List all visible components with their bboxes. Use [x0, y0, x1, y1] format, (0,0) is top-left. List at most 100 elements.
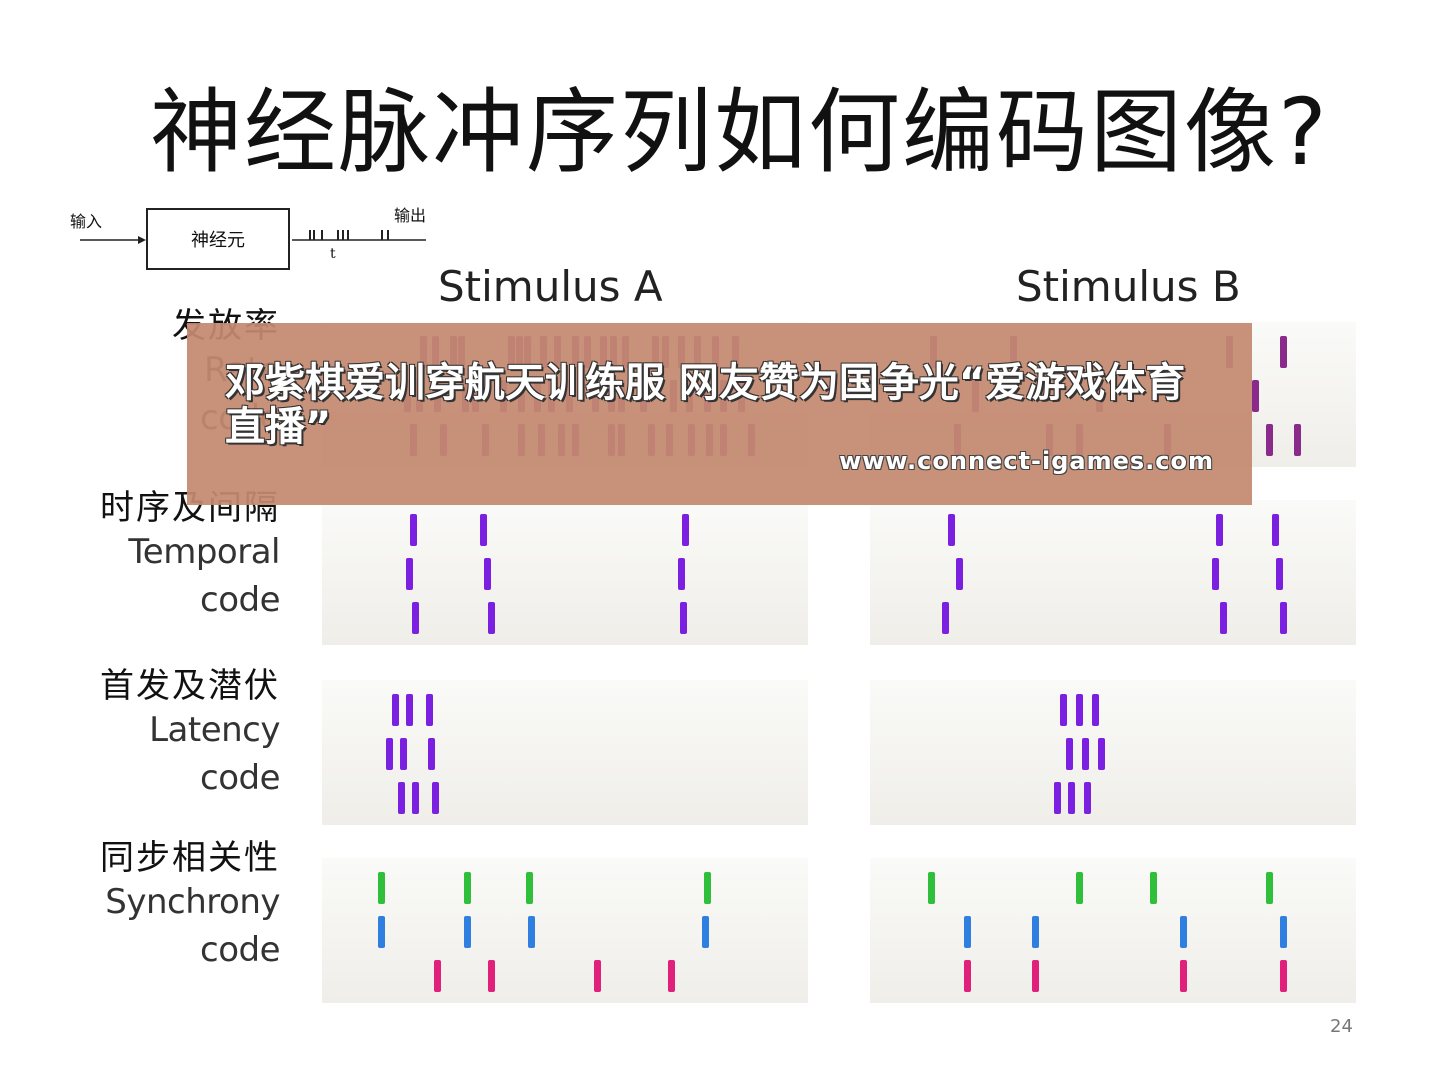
spike-mark [1032, 916, 1039, 948]
panel-synchrony-a [322, 858, 808, 1003]
spike-raster-latency-a [386, 694, 439, 814]
spike-raster-latency-b [1054, 694, 1105, 814]
spike-mark [1180, 960, 1187, 992]
panel-latency-b [870, 680, 1356, 825]
spike-mark [1150, 872, 1157, 904]
spike-mark [1084, 782, 1091, 814]
row-label-temporal-en1: Temporal [128, 532, 280, 572]
spike-mark [488, 960, 495, 992]
spike-mark [386, 738, 393, 770]
spike-mark [1076, 872, 1083, 904]
spike-mark [406, 694, 413, 726]
spike-mark [1054, 782, 1061, 814]
spike-mark [428, 738, 435, 770]
spike-mark [1252, 380, 1259, 412]
panel-temporal-b [870, 500, 1356, 645]
spike-mark [704, 872, 711, 904]
spike-mark [956, 558, 963, 590]
spike-mark [488, 602, 495, 634]
flow-input-label: 输入 [70, 212, 103, 231]
spike-mark [680, 602, 687, 634]
row-label-synchrony-en1: Synchrony [105, 882, 280, 922]
spike-mark [1266, 424, 1273, 456]
row-label-synchrony-zh: 同步相关性 [100, 838, 280, 878]
stimulus-a-label: Stimulus A [438, 262, 663, 311]
spike-mark [378, 916, 385, 948]
spike-mark [1068, 782, 1075, 814]
spike-mark [594, 960, 601, 992]
spike-mark [1220, 602, 1227, 634]
spike-mark [1060, 694, 1067, 726]
spike-mark [678, 558, 685, 590]
neuron-flow-diagram: 输入 神经元 输出 t [60, 196, 450, 286]
panel-temporal-a [322, 500, 808, 645]
spike-mark [1266, 872, 1273, 904]
spike-mark [964, 960, 971, 992]
row-label-latency: 首发及潜伏 Latency code [60, 666, 281, 802]
spike-mark [1294, 424, 1301, 456]
spike-mark [464, 916, 471, 948]
spike-mark [668, 960, 675, 992]
spike-mark [1216, 514, 1223, 546]
spike-mark [410, 514, 417, 546]
spike-mark [526, 872, 533, 904]
spike-mark [948, 514, 955, 546]
spike-mark [1092, 694, 1099, 726]
spike-mark [392, 694, 399, 726]
spike-raster-synchrony-b [928, 872, 1287, 992]
spike-mark [378, 872, 385, 904]
spike-mark [1180, 916, 1187, 948]
spike-mark [1276, 558, 1283, 590]
row-label-latency-en2: code [200, 758, 281, 798]
watermark-overlay-banner: 邓紫棋爱训穿航天训练服 网友赞为国争光“爱游戏体育直播” www.connect… [187, 323, 1252, 505]
flow-arrows [80, 230, 426, 244]
spike-mark [1272, 514, 1279, 546]
panel-synchrony-b [870, 858, 1356, 1003]
spike-raster-temporal-b [942, 514, 1287, 634]
row-label-latency-en1: Latency [149, 710, 280, 750]
spike-mark [1032, 960, 1039, 992]
spike-mark [682, 514, 689, 546]
page-number: 24 [1330, 1016, 1353, 1037]
spike-mark [484, 558, 491, 590]
spike-mark [928, 872, 935, 904]
spike-mark [412, 602, 419, 634]
spike-mark [528, 916, 535, 948]
spike-mark [1082, 738, 1089, 770]
spike-mark [702, 916, 709, 948]
flow-time-label: t [330, 246, 336, 262]
flow-output-label: 输出 [394, 206, 427, 225]
stimulus-b-label: Stimulus B [1016, 262, 1241, 311]
spike-mark [942, 602, 949, 634]
spike-mark [1280, 602, 1287, 634]
overlay-url[interactable]: www.connect-igames.com [839, 447, 1214, 475]
row-label-latency-zh: 首发及潜伏 [100, 666, 280, 706]
row-label-synchrony: 同步相关性 Synchrony code [60, 838, 281, 974]
spike-mark [464, 872, 471, 904]
spike-mark [434, 960, 441, 992]
spike-raster-synchrony-a [378, 872, 711, 992]
spike-mark [426, 694, 433, 726]
panel-latency-a [322, 680, 808, 825]
spike-mark [1280, 960, 1287, 992]
row-label-synchrony-en2: code [200, 930, 281, 970]
spike-mark [1066, 738, 1073, 770]
spike-mark [400, 738, 407, 770]
spike-mark [964, 916, 971, 948]
spike-mark [1280, 336, 1287, 368]
overlay-headline: 邓紫棋爱训穿航天训练服 网友赞为国争光“爱游戏体育直播” [225, 360, 1186, 450]
neuron-box: 神经元 [146, 208, 290, 270]
spike-mark [432, 782, 439, 814]
spike-mark [398, 782, 405, 814]
spike-mark [406, 558, 413, 590]
spike-mark [1280, 916, 1287, 948]
row-label-temporal-en2: code [200, 580, 281, 620]
spike-mark [412, 782, 419, 814]
spike-mark [480, 514, 487, 546]
spike-mark [1076, 694, 1083, 726]
slide-title: 神经脉冲序列如何编码图像? [150, 79, 1329, 186]
row-label-temporal: 时序及间隔 Temporal code [60, 488, 281, 624]
spike-mark [1098, 738, 1105, 770]
spike-raster-temporal-a [406, 514, 689, 634]
spike-mark [1212, 558, 1219, 590]
